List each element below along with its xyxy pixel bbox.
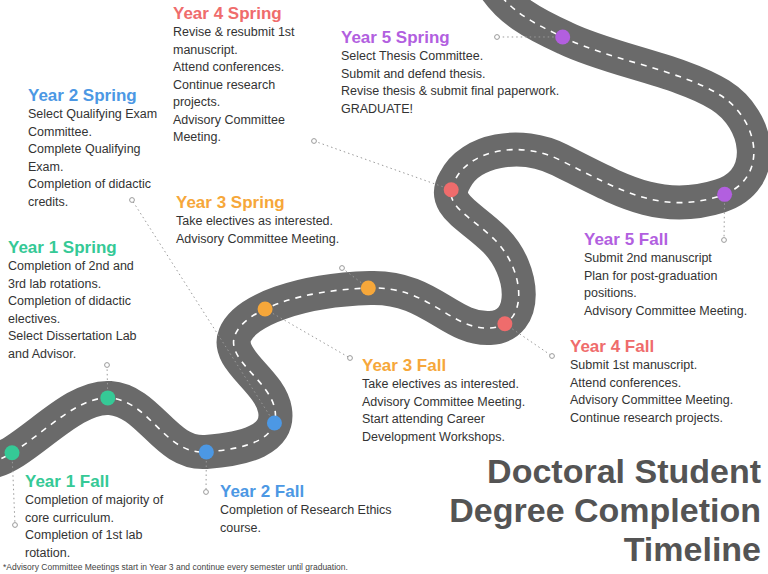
milestone-text: Year 2 SpringSelect Qualifying Exam Comm… bbox=[28, 86, 158, 211]
footnote: *Advisory Committee Meetings start in Ye… bbox=[3, 562, 348, 572]
milestone-text: Year 4 FallSubmit 1st manuscript.Attend … bbox=[570, 337, 762, 427]
milestone-item: Select Thesis Committee. bbox=[341, 48, 613, 66]
milestone-item: Completion of Research Ethics course. bbox=[220, 502, 425, 537]
leader-end bbox=[495, 35, 500, 40]
milestone-item: Completion of didactic credits. bbox=[28, 176, 158, 211]
leader-end bbox=[204, 490, 209, 495]
semester-heading: Year 3 Fall bbox=[362, 356, 540, 376]
milestone-item: Submit 1st manuscript. bbox=[570, 357, 762, 375]
milestone-text: Year 5 FallSubmit 2nd manuscriptPlan for… bbox=[584, 230, 762, 320]
semester-heading: Year 1 Spring bbox=[8, 238, 143, 258]
milestone-dot bbox=[361, 281, 376, 296]
milestone-item: Completion of majority of core curriculu… bbox=[25, 492, 175, 527]
milestone-item: Continue research projects. bbox=[173, 77, 313, 112]
milestone-item: Advisory Committee Meeting. bbox=[584, 303, 762, 321]
milestone-item: Take electives as interested. bbox=[362, 376, 540, 394]
milestone-dot bbox=[555, 29, 570, 44]
leader-end bbox=[105, 363, 110, 368]
milestone-item: Complete Qualifying Exam. bbox=[28, 141, 158, 176]
milestone-dot bbox=[258, 301, 273, 316]
leader-line bbox=[505, 324, 552, 356]
milestone-item: Submit and defend thesis. bbox=[341, 66, 613, 84]
semester-heading: Year 2 Fall bbox=[220, 482, 425, 502]
milestone-item: Completion of 2nd and 3rd lab rotations. bbox=[8, 258, 143, 293]
leader-end bbox=[722, 238, 727, 243]
milestone-dot bbox=[199, 444, 214, 459]
milestone-text: Year 3 SpringTake electives as intereste… bbox=[176, 193, 381, 248]
leader-line bbox=[314, 141, 451, 190]
milestone-item: GRADUATE! bbox=[341, 101, 613, 119]
semester-heading: Year 1 Fall bbox=[25, 472, 175, 492]
leader-end bbox=[130, 198, 135, 203]
semester-heading: Year 2 Spring bbox=[28, 86, 158, 106]
milestone-item: Revise & resubmit 1st manuscript. bbox=[173, 24, 313, 59]
leader-end bbox=[13, 523, 18, 528]
milestone-dot bbox=[717, 187, 732, 202]
milestone-dot bbox=[5, 445, 20, 460]
milestone-text: Year 1 SpringCompletion of 2nd and 3rd l… bbox=[8, 238, 143, 363]
milestone-dot bbox=[267, 415, 282, 430]
leader-end bbox=[340, 266, 345, 271]
milestone-item: Select Dissertation Lab and Advisor. bbox=[8, 328, 143, 363]
leader-line bbox=[12, 453, 15, 525]
milestone-dot bbox=[444, 182, 459, 197]
milestone-text: Year 1 FallCompletion of majority of cor… bbox=[25, 472, 175, 562]
leader-end bbox=[312, 139, 317, 144]
leader-line bbox=[497, 36, 563, 37]
milestone-item: Advisory Committee Meeting. bbox=[176, 231, 381, 249]
milestone-item: Completion of 1st lab rotation. bbox=[25, 527, 175, 562]
milestone-item: Revise thesis & submit final paperwork. bbox=[341, 83, 613, 101]
milestone-dot bbox=[497, 316, 512, 331]
milestone-item: Continue research projects. bbox=[570, 410, 762, 428]
milestone-text: Year 3 FallTake electives as interested.… bbox=[362, 356, 540, 446]
semester-heading: Year 4 Fall bbox=[570, 337, 762, 357]
semester-heading: Year 5 Fall bbox=[584, 230, 762, 250]
milestone-item: Take electives as interested. bbox=[176, 213, 381, 231]
milestone-dot bbox=[100, 390, 115, 405]
milestone-item: Start attending Career Development Works… bbox=[362, 411, 540, 446]
semester-heading: Year 5 Spring bbox=[341, 28, 613, 48]
semester-heading: Year 3 Spring bbox=[176, 193, 381, 213]
milestone-item: Advisory Committee Meeting. bbox=[570, 392, 762, 410]
milestone-item: Attend conferences. bbox=[570, 375, 762, 393]
milestone-item: Advisory Committee Meeting. bbox=[173, 112, 313, 147]
milestone-item: Completion of didactic electives. bbox=[8, 293, 143, 328]
milestone-text: Year 2 FallCompletion of Research Ethics… bbox=[220, 482, 425, 537]
semester-heading: Year 4 Spring bbox=[173, 4, 313, 24]
milestone-item: Advisory Committee Meeting. bbox=[362, 394, 540, 412]
milestone-item: Submit 2nd manuscript bbox=[584, 250, 762, 268]
leader-end bbox=[550, 354, 555, 359]
milestone-text: Year 5 SpringSelect Thesis Committee.Sub… bbox=[341, 28, 613, 118]
leader-end bbox=[348, 356, 353, 361]
milestone-item: Plan for post-graduation positions. bbox=[584, 268, 762, 303]
leader-line bbox=[265, 309, 350, 358]
diagram-title: Doctoral Student Degree Completion Timel… bbox=[416, 452, 761, 569]
milestone-item: Select Qualifying Exam Committee. bbox=[28, 106, 158, 141]
milestone-text: Year 4 SpringRevise & resubmit 1st manus… bbox=[173, 4, 313, 147]
milestone-item: Attend conferences. bbox=[173, 59, 313, 77]
